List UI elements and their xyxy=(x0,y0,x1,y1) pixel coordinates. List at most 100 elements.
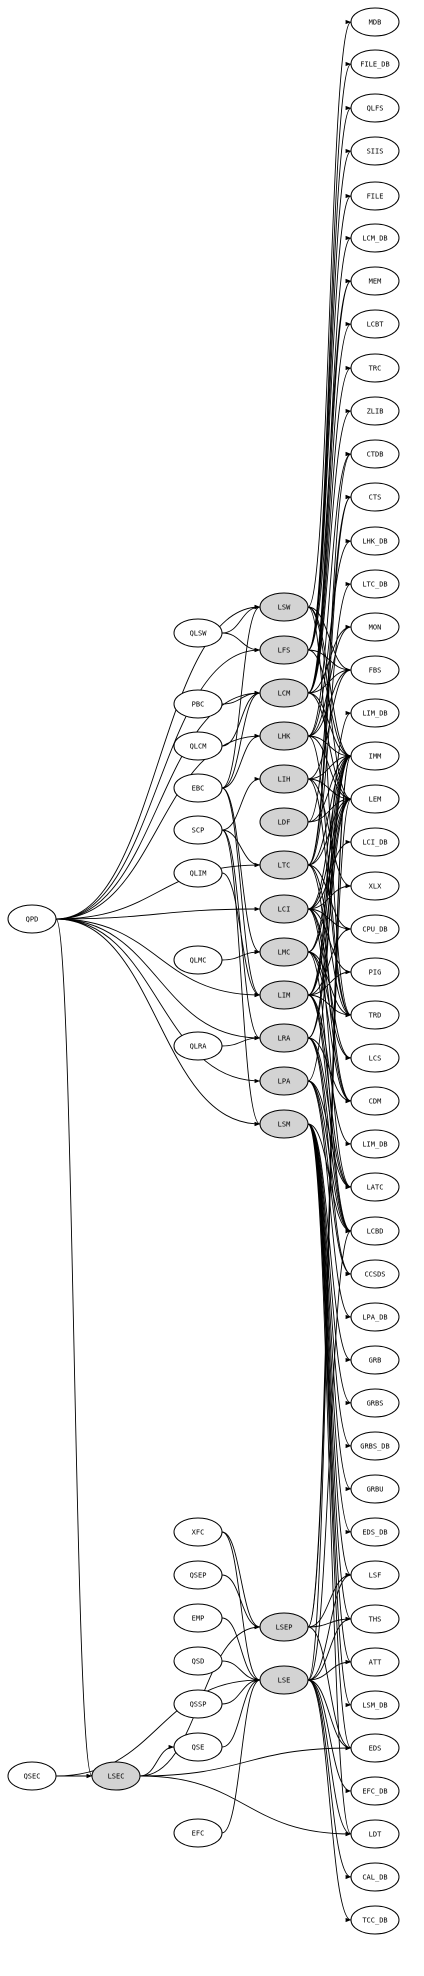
edge-qpd-to-lsec xyxy=(55,918,93,1778)
node-label: LCBD xyxy=(367,1228,384,1236)
edge-lsm-to-att xyxy=(307,1123,352,1665)
node-label: LSM xyxy=(278,1121,291,1129)
node-tcc-db: TCC_DB xyxy=(350,1905,400,1935)
node-grbs-db: GRBS_DB xyxy=(350,1431,400,1461)
node-label: LMC xyxy=(278,949,291,957)
node-ellipse xyxy=(350,827,400,857)
edge-lcm-to-zlib xyxy=(307,408,352,694)
node-label: IMM xyxy=(369,753,382,761)
node-label: XLX xyxy=(369,883,382,891)
node-ellipse xyxy=(259,1023,309,1053)
node-ellipse xyxy=(259,980,309,1010)
edge-ltc-to-imm xyxy=(307,753,352,866)
node-lsw: LSW xyxy=(259,592,309,622)
node-qssp: QSSP xyxy=(173,1689,223,1719)
node-ellipse xyxy=(173,1603,223,1633)
node-label: LIM xyxy=(278,992,291,1000)
node-ellipse xyxy=(350,1302,400,1332)
node-ellipse xyxy=(350,1604,400,1634)
node-ellipse xyxy=(259,1109,309,1139)
node-siis: SIIS xyxy=(350,136,400,166)
node-ellipse xyxy=(259,894,309,924)
node-ctdb: CTDB xyxy=(350,439,400,469)
node-mem: MEM xyxy=(350,266,400,296)
node-label: CTS xyxy=(369,494,382,502)
node-label: LCI xyxy=(278,906,291,914)
edge-lsw-to-mdb xyxy=(307,19,352,608)
node-label: CCSDS xyxy=(364,1271,385,1279)
edge-ebc-to-lcm xyxy=(221,690,261,789)
node-qsep: QSEP xyxy=(173,1560,223,1590)
node-lcm: LCM xyxy=(259,678,309,708)
edge-lra-to-cdm xyxy=(307,1037,352,1104)
node-label: LEM xyxy=(369,796,382,804)
node-ebc: EBC xyxy=(173,773,223,803)
node-ellipse xyxy=(350,1517,400,1547)
node-label: QSD xyxy=(192,1658,205,1666)
node-ellipse xyxy=(173,618,223,648)
edge-lim-to-trd xyxy=(307,994,352,1018)
node-ellipse xyxy=(350,1043,400,1073)
edge-qpd-to-lra xyxy=(55,918,261,1041)
node-lim: LIM xyxy=(259,980,309,1010)
nodes-layer: MDBFILE_DBQLFSSIISFILELCM_DBMEMLCBTTRCZL… xyxy=(7,7,400,1935)
node-label: LSEP xyxy=(276,1624,293,1632)
node-lmc: LMC xyxy=(259,937,309,967)
node-ellipse xyxy=(259,635,309,665)
node-label: LATC xyxy=(367,1184,384,1192)
edge-lhk-to-ctdb xyxy=(307,451,352,737)
node-label: ZLIB xyxy=(367,408,384,416)
node-ellipse xyxy=(173,815,223,845)
node-ellipse xyxy=(350,223,400,253)
edge-qpd-to-ltc xyxy=(55,862,261,920)
node-ellipse xyxy=(173,1689,223,1719)
node-qlfs: QLFS xyxy=(350,93,400,123)
node-label: GRBU xyxy=(367,1486,384,1494)
node-ellipse xyxy=(350,1345,400,1375)
node-label: QPD xyxy=(26,916,39,924)
node-label: GRBS_DB xyxy=(360,1443,390,1451)
node-ellipse xyxy=(259,807,309,837)
node-grbu: GRBU xyxy=(350,1474,400,1504)
node-lsep: LSEP xyxy=(259,1612,309,1642)
node-ellipse xyxy=(259,937,309,967)
edge-ldf-to-imm xyxy=(307,753,352,823)
node-label: GRBS xyxy=(367,1400,384,1408)
node-label: QLRA xyxy=(190,1043,208,1051)
node-ellipse xyxy=(350,7,400,37)
edge-qpd-to-lsm xyxy=(55,918,261,1127)
node-ellipse xyxy=(259,721,309,751)
node-ellipse xyxy=(350,1172,400,1202)
node-label: QLIM xyxy=(190,870,207,878)
node-label: LSM_DB xyxy=(362,1702,387,1710)
node-lsm-db: LSM_DB xyxy=(350,1690,400,1720)
node-label: QLFS xyxy=(367,105,384,113)
node-label: FBS xyxy=(369,667,382,675)
node-ellipse xyxy=(350,569,400,599)
edge-lse-to-efc_db xyxy=(307,1679,352,1794)
node-label: LDF xyxy=(278,819,291,827)
edge-lpa-to-lcbd xyxy=(307,1080,352,1234)
edge-lfs-to-file xyxy=(307,193,352,651)
node-ellipse xyxy=(350,309,400,339)
node-ellipse xyxy=(350,1000,400,1030)
node-ellipse xyxy=(259,1612,309,1642)
node-lci-db: LCI_DB xyxy=(350,827,400,857)
edge-lsm-to-eds_db xyxy=(307,1123,352,1535)
edge-lsep-to-eds xyxy=(307,1626,352,1751)
node-ellipse xyxy=(350,957,400,987)
node-ellipse xyxy=(350,482,400,512)
edge-lsec-to-eds xyxy=(139,1745,352,1777)
node-efc: EFC xyxy=(173,1818,223,1848)
node-file-db: FILE_DB xyxy=(350,49,400,79)
node-ellipse xyxy=(259,592,309,622)
edge-lse-to-att xyxy=(307,1659,352,1681)
node-ellipse xyxy=(350,1690,400,1720)
node-label: LIM_DB xyxy=(362,1141,387,1149)
node-fbs: FBS xyxy=(350,655,400,685)
node-qlim: QLIM xyxy=(173,858,223,888)
node-ellipse xyxy=(259,764,309,794)
node-label: QLCM xyxy=(190,743,207,751)
node-emp: EMP xyxy=(173,1603,223,1633)
edge-lcm-to-trc xyxy=(307,365,352,694)
